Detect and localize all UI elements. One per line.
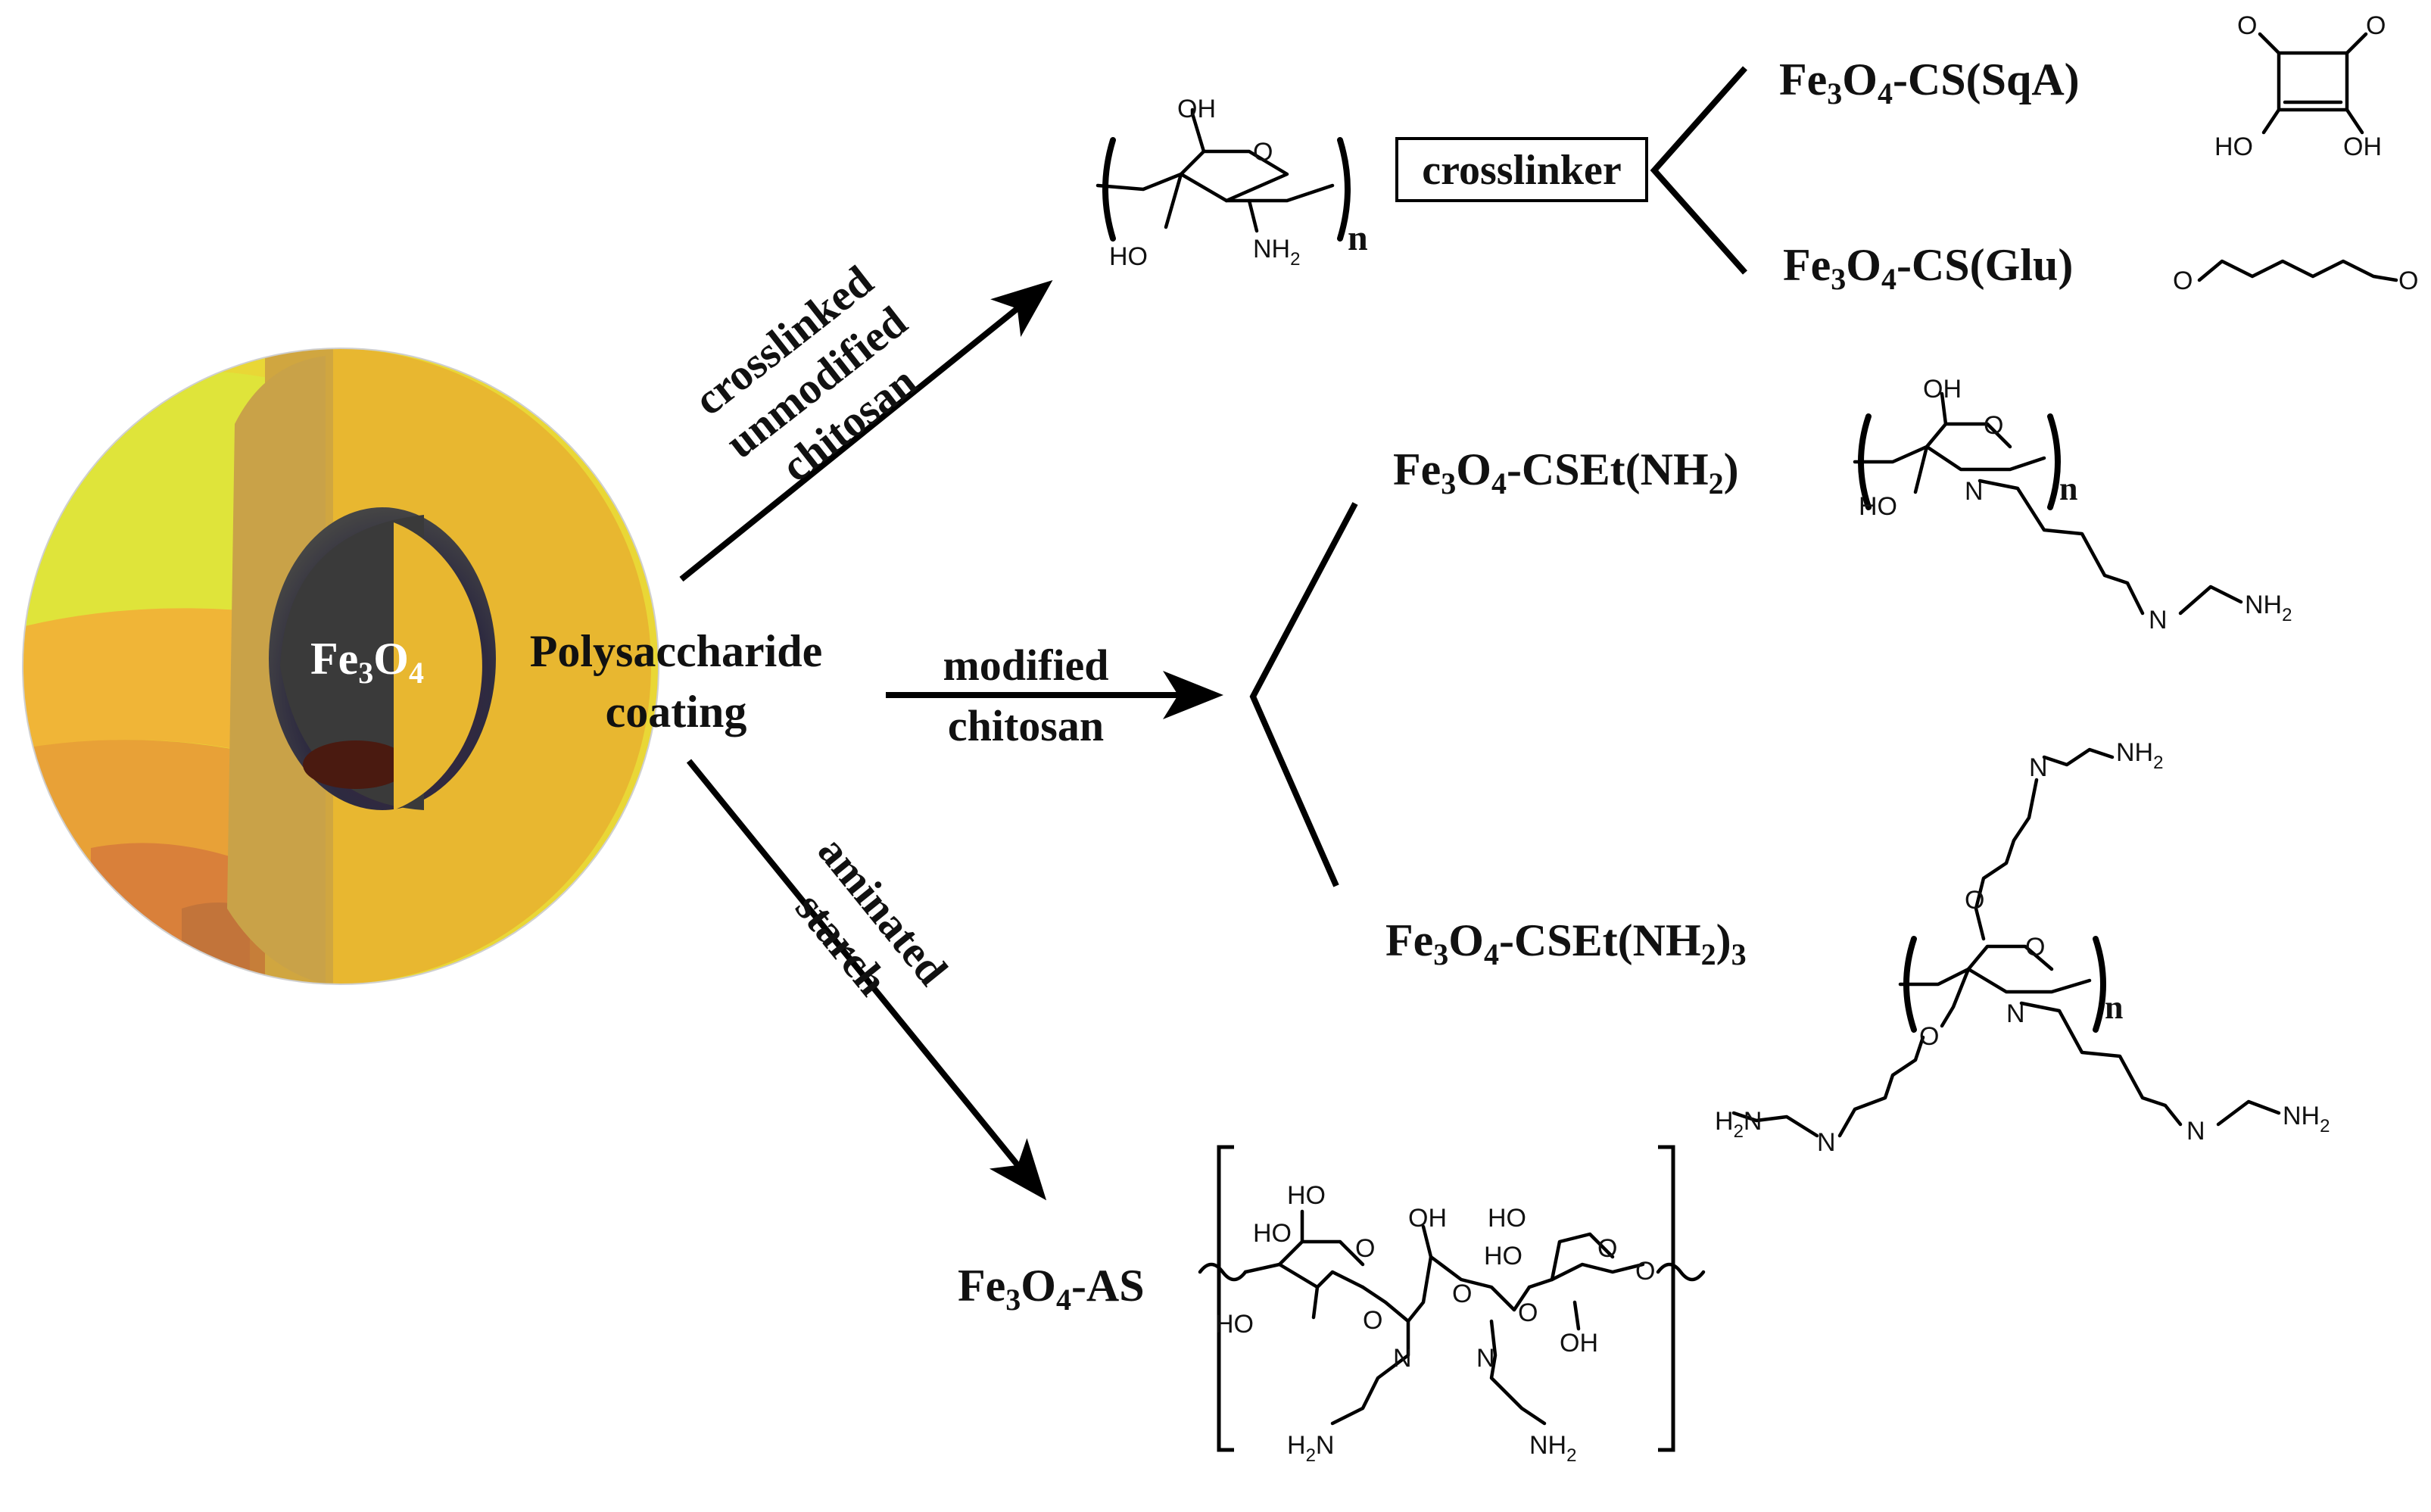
product-sqa: Fe3O4-CS(SqA) (1779, 55, 2080, 111)
sqa-o2: O (2366, 11, 2386, 40)
cset-nh2-structure: OH O HO N N NH2 n (1853, 375, 2292, 634)
cset3-n1: N (2006, 999, 2025, 1028)
core-label: Fe3O4 (310, 634, 424, 690)
glu-o2: O (2398, 267, 2418, 295)
crosslinker-box (1395, 137, 1648, 202)
chitosan-n: n (1348, 218, 1368, 258)
cset3-o1: O (1965, 886, 1984, 915)
as-oh2: OH (1560, 1329, 1598, 1358)
as-o4: O (1597, 1234, 1617, 1263)
cset3-nh2-top: NH2 (2116, 738, 2163, 773)
as-o1: O (1355, 1234, 1375, 1263)
arrow-label-top: crosslinked unmodified chitosan (685, 256, 926, 491)
coating-label-line1: Polysaccharide (530, 626, 823, 676)
sqa-ho: HO (2214, 132, 2253, 161)
arrow-to-unmodified (679, 279, 1053, 582)
as-ho5: HO (1484, 1242, 1522, 1270)
as-oh1: OH (1408, 1204, 1447, 1233)
cset3-h2n-left: H2N (1715, 1107, 1762, 1142)
product-glu: Fe3O4-CS(Glu) (1783, 240, 2073, 296)
product-cset-nh2: Fe3O4-CSEt(NH2) (1393, 444, 1739, 500)
cset3-n: n (2105, 989, 2123, 1026)
as-n1: N (1393, 1344, 1412, 1373)
as-nh2: NH2 (1529, 1431, 1576, 1466)
sqa-oh: OH (2343, 132, 2382, 161)
cset1-n2: N (2149, 606, 2168, 634)
as-ho4: HO (1488, 1204, 1526, 1233)
arrow-label-bottom: aminated starch (786, 827, 957, 1005)
glu-o1: O (2173, 267, 2193, 295)
modified-branch (1249, 502, 1358, 887)
as-ho3: HO (1215, 1310, 1254, 1339)
squaric-acid-structure: O O HO OH (2214, 11, 2386, 161)
chitosan-nh2: NH2 (1253, 235, 1300, 270)
cset3-nh2-right: NH2 (2283, 1102, 2330, 1136)
arrow-label-middle-2: chitosan (948, 701, 1104, 750)
as-ho2: HO (1253, 1219, 1292, 1248)
cset3-n3: N (1817, 1128, 1836, 1157)
cset1-nh2: NH2 (2245, 591, 2292, 625)
as-n2: N (1476, 1344, 1495, 1373)
cset1-n: n (2059, 470, 2077, 507)
as-o5: O (1518, 1298, 1538, 1327)
as-ho1: HO (1287, 1181, 1326, 1210)
sqa-o1: O (2237, 11, 2257, 40)
cset-nh2-3-structure: N NH2 O O O N N NH2 N H2N n (1715, 738, 2330, 1157)
chitosan-ho: HO (1109, 242, 1148, 271)
cset3-n2: N (2186, 1117, 2205, 1146)
cset3-o3: O (1919, 1022, 1939, 1051)
product-cset-nh2-3: Fe3O4-CSEt(NH2)3 (1385, 915, 1747, 971)
cset3-n-top: N (2029, 753, 2048, 782)
chitosan-structure: OH O HO NH2 n (1096, 95, 1368, 271)
nanoparticle-sphere (22, 348, 659, 985)
as-h2n: H2N (1287, 1431, 1334, 1466)
cset1-o: O (1984, 411, 2003, 440)
crosslinker-label: crosslinker (1422, 147, 1621, 194)
glutaraldehyde-structure: O O (2173, 259, 2418, 295)
arrow-label-middle-1: modified (943, 641, 1108, 690)
cset1-n1: N (1965, 477, 1984, 506)
arrow-to-aminated (686, 759, 1047, 1201)
chitosan-oh: OH (1177, 95, 1216, 123)
cset3-o2: O (2025, 933, 2045, 962)
product-as: Fe3O4-AS (958, 1261, 1145, 1317)
as-o6: O (1635, 1257, 1655, 1286)
cset1-ho: HO (1859, 492, 1897, 521)
chitosan-o: O (1253, 138, 1273, 167)
cset1-oh: OH (1923, 375, 1962, 404)
as-o3: O (1452, 1280, 1472, 1308)
aminated-starch-structure: HO HO HO O O OH O HO HO O O O OH N N H2N… (1198, 1145, 1706, 1466)
coating-label-line2: coating (606, 687, 747, 737)
as-o2: O (1363, 1306, 1382, 1335)
crosslinker-branch (1650, 66, 1747, 275)
